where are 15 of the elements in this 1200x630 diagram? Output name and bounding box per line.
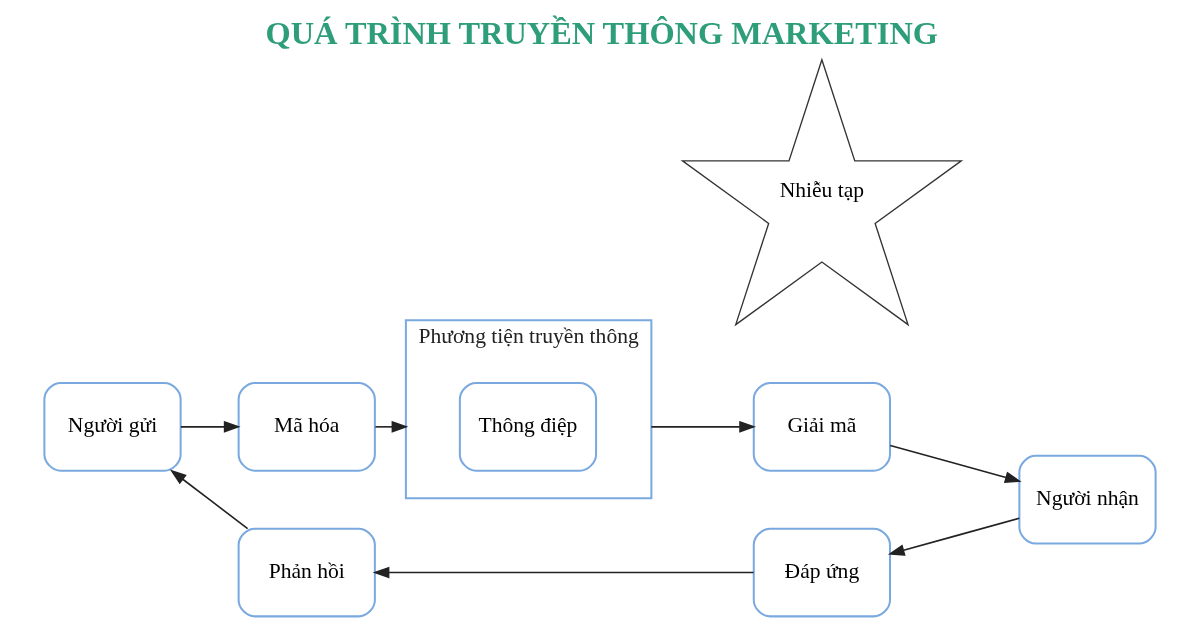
node-box: Đáp ứng — [752, 527, 891, 618]
arrow — [169, 469, 249, 530]
arrow — [180, 421, 241, 433]
node-box: Người nhận — [1018, 454, 1157, 545]
node-box: Phản hồi — [237, 527, 376, 618]
diagram-title: QUÁ TRÌNH TRUYỀN THÔNG MARKETING — [265, 14, 938, 51]
node-box: Thông điệp — [458, 382, 598, 472]
arrow — [887, 517, 1021, 556]
node-box: Người gửi — [43, 382, 182, 472]
node-box: Mã hóa — [237, 382, 376, 472]
node-box: Giải mã — [752, 382, 891, 472]
arrow — [889, 444, 1022, 483]
arrow — [374, 421, 409, 433]
arrow — [372, 566, 755, 579]
arrow — [650, 421, 756, 433]
